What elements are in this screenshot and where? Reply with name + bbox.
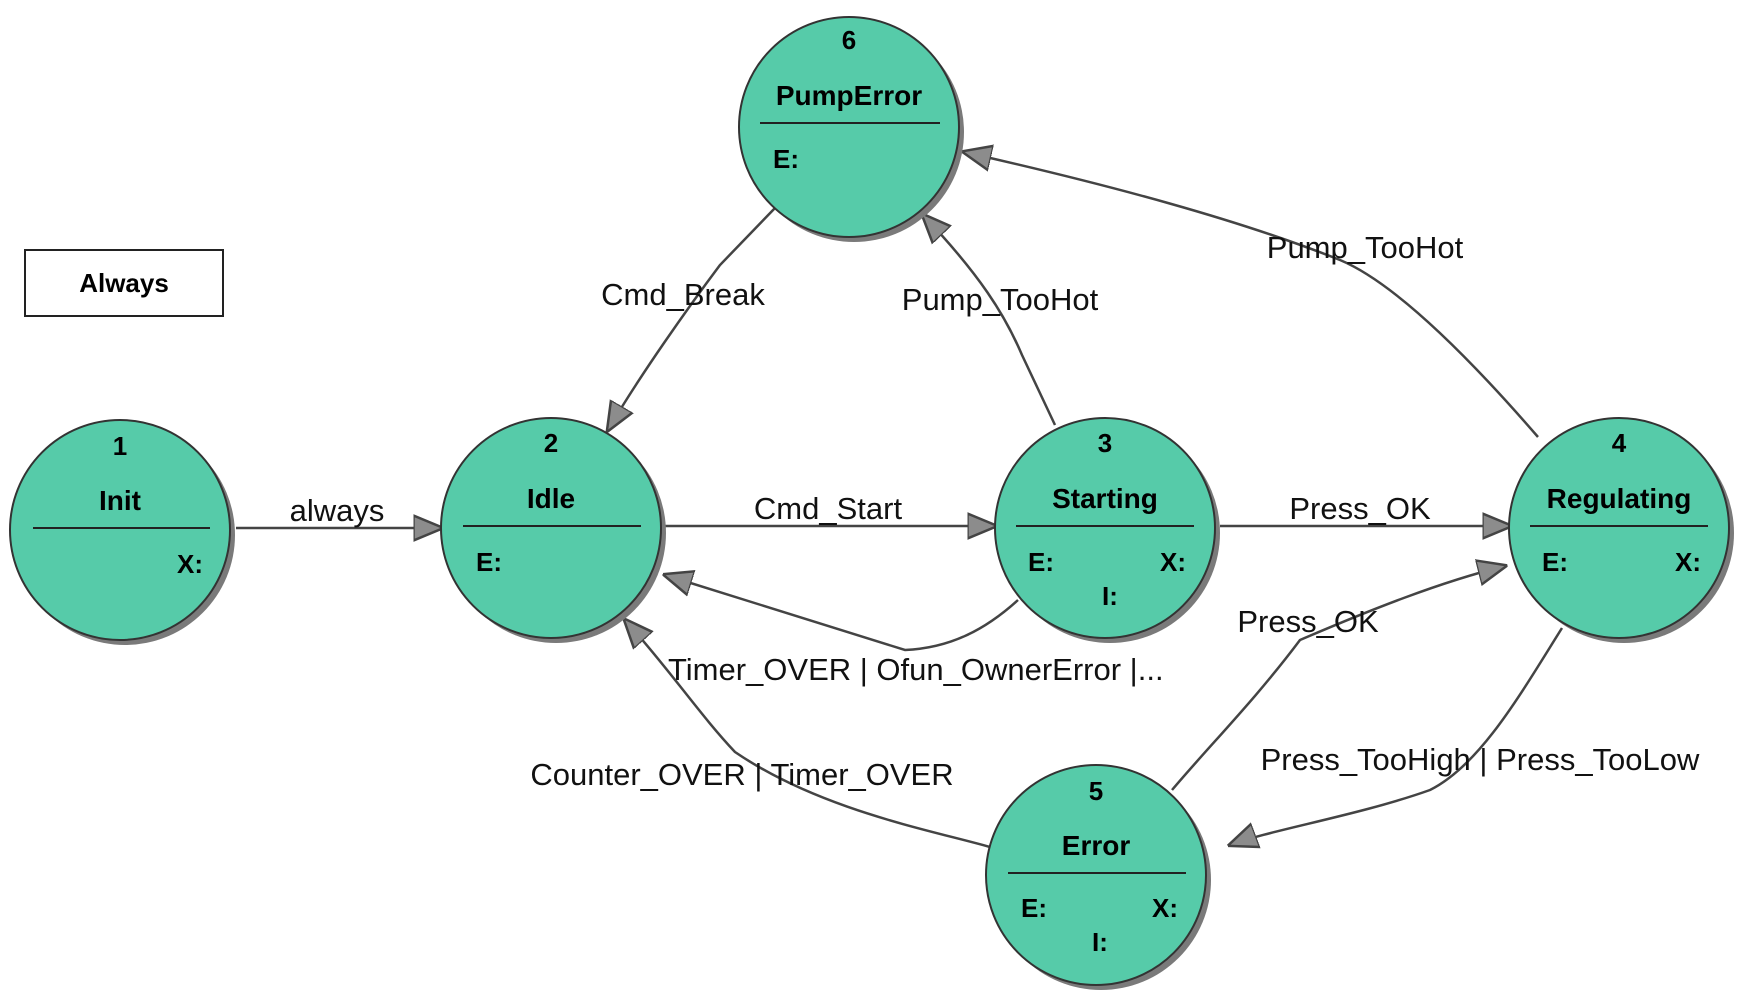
state-entry-action: E: bbox=[773, 144, 799, 174]
legend-label: Always bbox=[79, 268, 169, 298]
state-name: Init bbox=[99, 485, 141, 516]
state-exit-action: X: bbox=[1675, 547, 1701, 577]
state-number: 3 bbox=[1098, 428, 1112, 458]
state-name: Error bbox=[1062, 830, 1131, 861]
transition-error-regulating[interactable]: Press_OK bbox=[1171, 566, 1505, 791]
state-idle[interactable]: 2 Idle E: bbox=[440, 417, 666, 643]
state-internal-action: I: bbox=[1102, 581, 1118, 611]
transition-label: Timer_OVER | Ofun_OwnerError |... bbox=[668, 652, 1164, 687]
transition-pumperror-idle[interactable]: Cmd_Break bbox=[601, 207, 776, 430]
transition-label: Cmd_Start bbox=[754, 491, 903, 526]
state-entry-action: E: bbox=[1028, 547, 1054, 577]
state-pumperror[interactable]: 6 PumpError E: bbox=[738, 16, 964, 242]
legend-box: Always bbox=[24, 249, 224, 317]
state-number: 1 bbox=[113, 431, 127, 461]
state-exit-action: X: bbox=[1152, 893, 1178, 923]
state-regulating[interactable]: 4 Regulating E: X: bbox=[1508, 417, 1734, 643]
state-entry-action: E: bbox=[1021, 893, 1047, 923]
state-name: Idle bbox=[527, 483, 575, 514]
state-name: Regulating bbox=[1547, 483, 1692, 514]
state-number: 4 bbox=[1612, 428, 1627, 458]
state-error[interactable]: 5 Error E: X: I: bbox=[985, 764, 1211, 990]
transition-label: Cmd_Break bbox=[601, 277, 765, 312]
transition-label: Pump_TooHot bbox=[902, 282, 1099, 317]
state-entry-action: E: bbox=[1542, 547, 1568, 577]
state-name: Starting bbox=[1052, 483, 1158, 514]
state-number: 6 bbox=[842, 25, 856, 55]
transition-label: Counter_OVER | Timer_OVER bbox=[530, 757, 953, 792]
state-exit-action: X: bbox=[177, 549, 203, 579]
transition-starting-regulating[interactable]: Press_OK bbox=[1220, 491, 1510, 526]
state-number: 2 bbox=[544, 428, 558, 458]
state-number: 5 bbox=[1089, 776, 1103, 806]
transition-regulating-error[interactable]: Press_TooHigh | Press_TooLow bbox=[1230, 627, 1700, 845]
state-name: PumpError bbox=[776, 80, 922, 111]
transition-starting-pumperror[interactable]: Pump_TooHot bbox=[902, 215, 1099, 426]
transition-starting-idle[interactable]: Timer_OVER | Ofun_OwnerError |... bbox=[665, 575, 1164, 687]
transition-label: always bbox=[290, 493, 385, 528]
transition-idle-starting[interactable]: Cmd_Start bbox=[665, 491, 995, 526]
state-exit-action: X: bbox=[1160, 547, 1186, 577]
transition-label: Pump_TooHot bbox=[1267, 230, 1464, 265]
transition-regulating-pumperror[interactable]: Pump_TooHot bbox=[964, 152, 1539, 438]
state-starting[interactable]: 3 Starting E: X: I: bbox=[994, 417, 1220, 643]
transition-label: Press_TooHigh | Press_TooLow bbox=[1261, 742, 1700, 777]
transition-init-idle[interactable]: always bbox=[236, 493, 441, 528]
transition-error-idle[interactable]: Counter_OVER | Timer_OVER bbox=[530, 620, 991, 849]
state-entry-action: E: bbox=[476, 547, 502, 577]
state-init[interactable]: 1 Init X: bbox=[9, 419, 235, 645]
transition-label: Press_OK bbox=[1237, 604, 1379, 639]
state-internal-action: I: bbox=[1092, 927, 1108, 957]
transition-label: Press_OK bbox=[1289, 491, 1431, 526]
